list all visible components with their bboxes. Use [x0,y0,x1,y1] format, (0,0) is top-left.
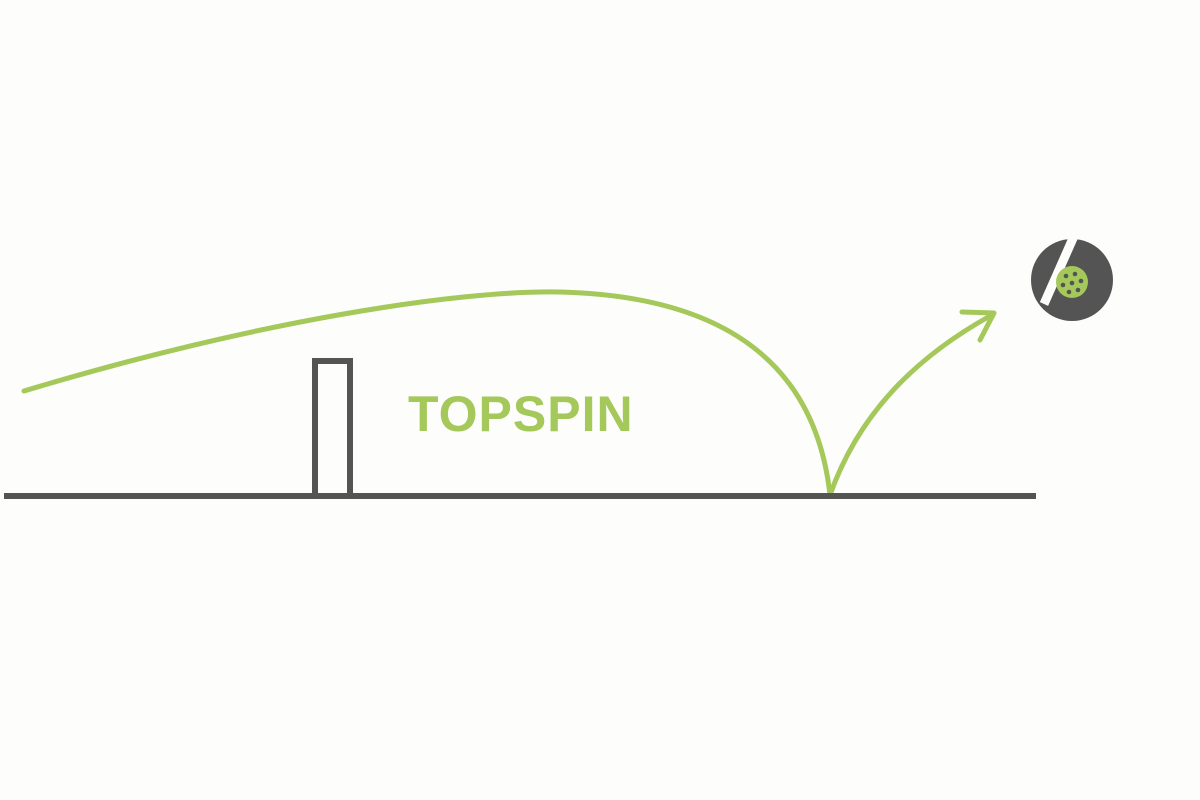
arrow-head-icon [959,309,997,343]
ball-trajectory [21,289,833,498]
topspin-label: TOPSPIN [408,386,634,442]
net [312,358,353,499]
pickleball-icon [1056,266,1088,298]
bounce-trajectory [827,313,993,498]
